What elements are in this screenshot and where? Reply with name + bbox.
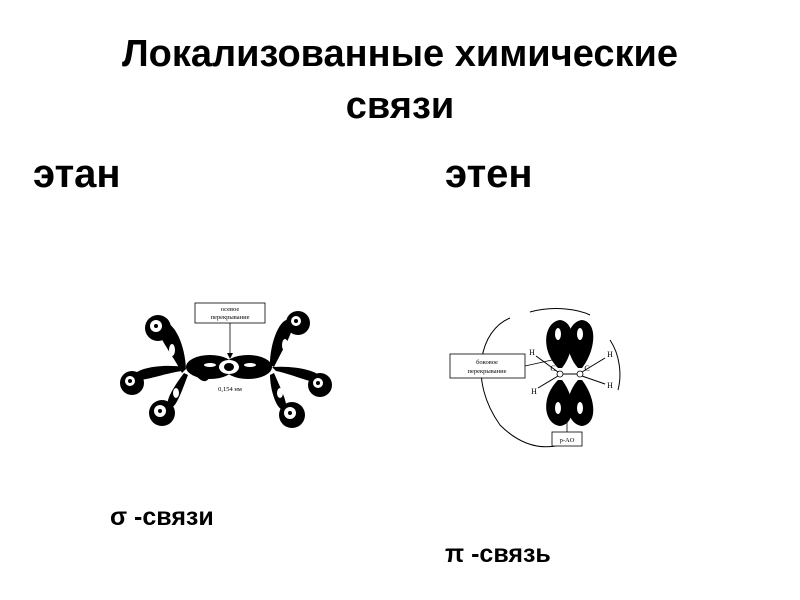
lower-p-lobes [546, 380, 594, 426]
slide-title-line-2: связи [345, 85, 455, 127]
hydrogen-label-1: H [529, 348, 535, 357]
carbon-atom-left [556, 370, 564, 378]
side-overlap-label-line-2: перекрывание [468, 368, 507, 375]
top-arc [529, 308, 591, 316]
ethene-orbital-diagram: C C H H H H боковое перекрывание p-AO [449, 308, 621, 448]
p-ao-label: p-AO [560, 437, 575, 444]
axial-overlap-label-line-1: осевое [221, 306, 240, 313]
axial-overlap-label-line-2: перекрывание [211, 314, 250, 321]
side-overlap-arrow [524, 359, 553, 367]
hydrogen-label-3: H [607, 350, 613, 359]
side-overlap-box [449, 353, 526, 379]
slide-title-line-1: Локализованные химические [121, 33, 679, 75]
upper-p-lobes [546, 320, 594, 368]
pi-bond-caption: π -связь [445, 540, 551, 568]
carbon-hydrogen-bonds [535, 355, 606, 389]
bond-length-label: 0,154 нм [218, 386, 242, 393]
carbon-atom-right [576, 370, 584, 378]
hydrogen-label-2: H [531, 387, 537, 396]
slide-title: Локализованные химические связи [0, 28, 800, 132]
lobe-highlights [169, 339, 288, 398]
ethane-orbital-diagram: осевое перекрывание 0,154 нм [120, 302, 332, 428]
left-arc [480, 317, 561, 448]
axial-overlap-arrowhead [227, 353, 233, 359]
ethene-heading: этен [445, 152, 533, 196]
right-arc [609, 339, 621, 391]
ethane-heading: этан [33, 152, 121, 196]
hydrogen-atoms [120, 311, 332, 428]
hydrogen-label-4: H [607, 381, 613, 390]
sigma-bonds-caption: σ -связи [110, 503, 214, 531]
side-overlap-label-line-1: боковое [476, 359, 498, 366]
